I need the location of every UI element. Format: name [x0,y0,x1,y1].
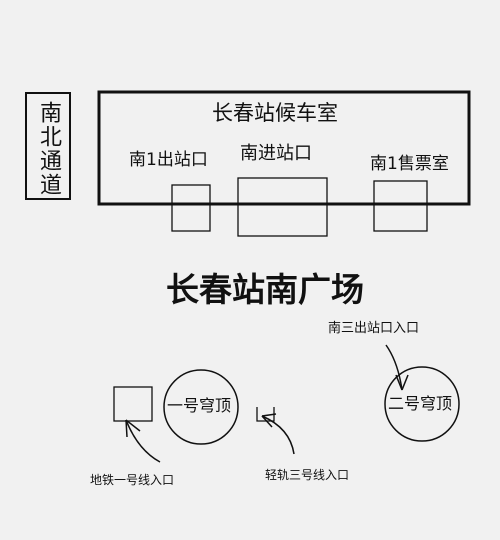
south-3-exit-label: 南三出站口入口 [328,321,420,336]
metro-arrowhead [125,419,141,438]
south-3-exit-arrowhead [395,374,409,391]
waiting-hall-title: 长春站候车室 [212,101,338,125]
square-title: 长春站南广场 [166,270,364,309]
south-entrance-box [237,177,328,237]
light-rail-entrance-label: 轻轨三号线入口 [265,468,350,482]
light-rail-arrowhead [261,413,277,428]
corridor-box [25,92,71,200]
dome-1-label: 一号穹顶 [167,396,232,415]
south-3-exit-arrow [385,344,403,391]
south-exit-1-box [171,184,211,232]
corridor-label: 南北通道 [36,101,61,197]
dome-2-label: 二号穹顶 [388,394,453,413]
metro-entrance-label: 地铁一号线入口 [90,473,175,487]
dome-2-circle [384,366,460,442]
light-rail-arrow [261,415,295,455]
dome-1-circle [163,369,239,445]
metro-entrance-box [113,386,153,422]
metro-arrow [125,419,161,463]
south-exit-1-label: 南1出站口 [129,150,208,170]
ticket-office-box [373,180,428,232]
waiting-hall-box [97,90,471,206]
south-entrance-label: 南进站口 [240,143,312,164]
ticket-office-label: 南1售票室 [370,154,449,174]
